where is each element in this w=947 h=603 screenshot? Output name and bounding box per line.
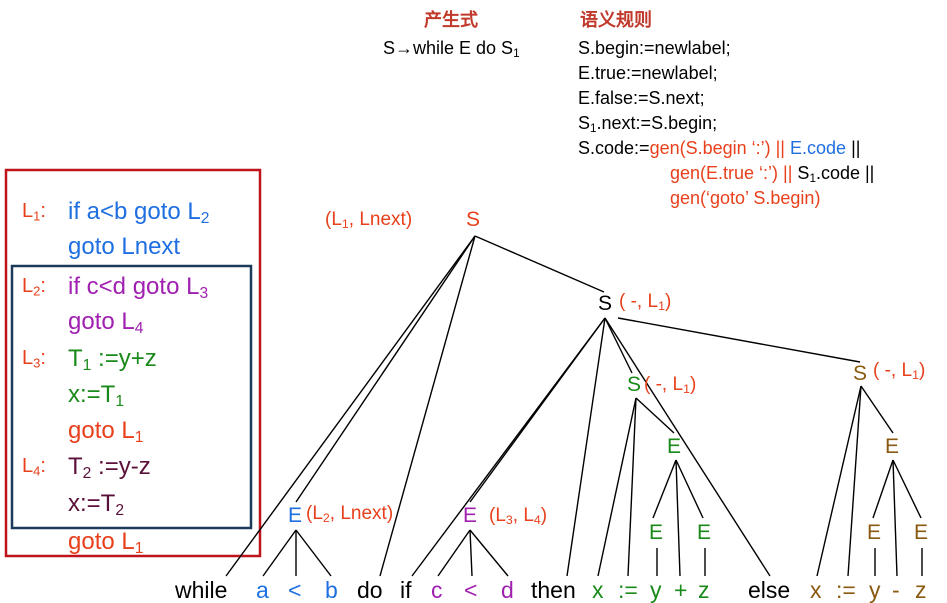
e-while-node: E: [288, 504, 303, 527]
root-s-node: S: [466, 208, 481, 231]
semantic-rule-1: S.begin:=newlabel;: [578, 38, 731, 58]
s-if-annotation: ( -, L1): [619, 291, 672, 314]
leaf-if: if: [400, 577, 412, 603]
leaf-z-1: z: [698, 577, 710, 603]
code-label-l4: L4:: [22, 455, 46, 479]
production-title: 产生式: [424, 10, 478, 30]
e-else-y-node: E: [867, 521, 882, 544]
semantic-rule-6: gen(E.true ‘:’) || S1.code ||: [670, 163, 875, 185]
code-label-l3: L3:: [22, 347, 46, 371]
production-rule: S→while E do S1: [383, 38, 520, 60]
leaf-assign-1: :=: [618, 577, 638, 603]
code-label-l2: L2:: [22, 275, 46, 299]
leaf-lt-1: <: [288, 577, 302, 603]
code-line-2: goto Lnext: [68, 233, 181, 260]
inner-code-box: [10, 264, 253, 530]
leaf-minus: -: [892, 577, 900, 603]
code-line-6: x:=T1: [68, 381, 125, 410]
leaf-then: then: [531, 577, 576, 603]
leaf-else: else: [748, 577, 791, 603]
s-then-annotation: ( -, L1): [644, 374, 697, 397]
leaf-z-2: z: [915, 577, 927, 603]
e-else-z-node: E: [914, 521, 929, 544]
code-line-1: if a<b goto L2: [68, 198, 210, 227]
s-if-node: S: [598, 292, 613, 315]
e-if-node: E: [463, 504, 478, 527]
code-line-3: if c<d goto L3: [68, 273, 209, 302]
e-then-y-node: E: [649, 521, 664, 544]
semantic-rule-5: S.code:=gen(S.begin ‘:’) || E.code ||: [578, 138, 861, 158]
leaf-plus: +: [674, 577, 688, 603]
semantic-rule-4: S1.next:=S.begin;: [578, 113, 718, 135]
s-else-node: S: [853, 362, 868, 385]
code-line-5: T1 :=y+z: [68, 345, 157, 374]
leaf-y-2: y: [869, 577, 881, 603]
leaf-while: while: [175, 577, 228, 603]
root-node-annotation: (L1, Lnext): [325, 209, 413, 232]
code-label-l1: L1:: [22, 200, 46, 224]
leaf-y-1: y: [650, 577, 662, 603]
e-then-node: E: [667, 435, 682, 458]
leaf-assign-2: :=: [836, 577, 856, 603]
code-line-4: goto L4: [68, 308, 144, 337]
leaf-do: do: [357, 577, 383, 603]
code-line-7: goto L1: [68, 417, 144, 446]
semantic-rules-title: 语义规则: [580, 10, 652, 30]
e-then-z-node: E: [697, 521, 712, 544]
s-then-node: S: [627, 373, 642, 396]
leaf-x-2: x: [810, 577, 822, 603]
leaf-d: d: [501, 577, 514, 603]
leaf-b: b: [325, 577, 338, 603]
semantic-rule-7: gen(‘goto’ S.begin): [670, 188, 821, 208]
semantic-rule-3: E.false:=S.next;: [578, 88, 705, 108]
e-while-annotation: (L2, Lnext): [306, 503, 394, 526]
leaf-lt-2: <: [464, 577, 478, 603]
code-line-10: goto L1: [68, 528, 144, 557]
e-else-node: E: [885, 435, 900, 458]
code-line-9: x:=T2: [68, 490, 125, 519]
e-if-annotation: (L3, L4): [489, 505, 548, 528]
s-else-annotation: ( -, L1): [873, 360, 926, 383]
outer-code-box: [4, 168, 262, 558]
semantic-rule-2: E.true:=newlabel;: [578, 63, 718, 83]
leaf-a: a: [256, 577, 269, 603]
leaf-x-1: x: [592, 577, 604, 603]
code-line-8: T2 :=y-z: [68, 453, 151, 482]
leaf-c: c: [431, 577, 443, 603]
